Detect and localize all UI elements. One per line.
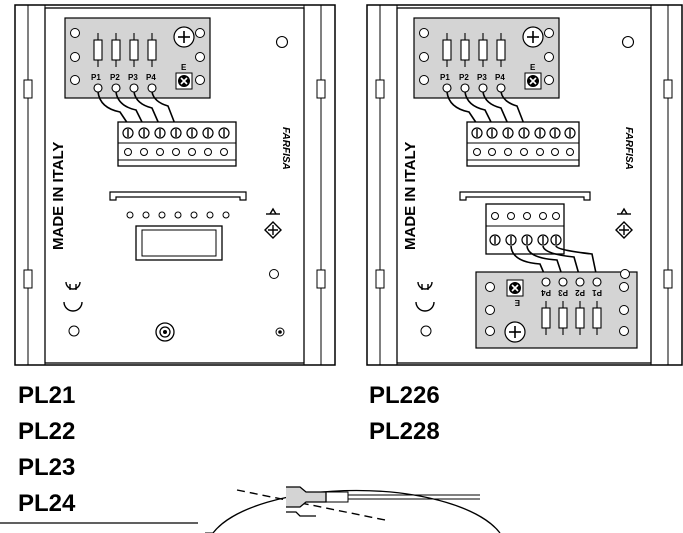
right-bottom-trimmer-icon — [504, 321, 526, 343]
left-empty-socket — [135, 225, 223, 261]
left-terminal-block — [117, 121, 237, 167]
right-trimmer-icon — [522, 26, 544, 48]
right-terminal-label-p1: P1 — [440, 73, 450, 82]
model-label: PL228 — [369, 418, 440, 445]
right-bell-symbol-icon — [615, 207, 633, 239]
right-terminal-label-p4: P4 — [495, 73, 505, 82]
wire-stripping-detail — [0, 486, 501, 533]
right-bottom-label-p2: P2 — [575, 288, 585, 297]
right-earth-label: E — [530, 63, 536, 72]
right-bottom-pcb — [475, 271, 638, 349]
left-trimmer-icon — [173, 26, 195, 48]
right-lower-terminal-block — [485, 203, 565, 255]
left-earth-label: E — [181, 63, 187, 72]
right-panel: E P1 P2 P3 P4 — [366, 4, 683, 366]
left-wires — [97, 91, 176, 125]
left-terminal-label-p2: P2 — [110, 73, 120, 82]
right-bottom-label-p1: P1 — [592, 288, 602, 297]
right-brand-logo: FARFISA — [623, 127, 634, 170]
right-bottom-label-p4: P4 — [541, 288, 551, 297]
left-panel: E P1 P2 P3 P4 — [14, 4, 336, 366]
left-center-screw-icon — [155, 322, 175, 342]
right-terminal-label-p3: P3 — [477, 73, 487, 82]
model-label: PL22 — [18, 418, 76, 445]
left-terminal-label-p3: P3 — [128, 73, 138, 82]
right-wires — [446, 91, 525, 125]
right-bottom-earth-label: E — [514, 298, 520, 307]
models-right-list: PL226 PL228 — [369, 378, 440, 450]
model-label: PL21 — [18, 382, 76, 409]
model-label: PL23 — [18, 454, 76, 481]
left-brand-logo: FARFISA — [280, 127, 291, 170]
model-label: PL24 — [18, 490, 76, 517]
right-terminal-block — [466, 121, 580, 167]
right-bottom-label-p3: P3 — [558, 288, 568, 297]
models-left-list: PL21 PL22 PL23 PL24 — [18, 378, 75, 522]
right-made-in-label: MADE IN ITALY — [402, 142, 419, 250]
right-lower-wires — [510, 245, 598, 279]
left-terminal-label-p1: P1 — [91, 73, 101, 82]
left-bell-symbol-icon — [264, 207, 282, 239]
right-terminal-label-p2: P2 — [459, 73, 469, 82]
left-terminal-label-p4: P4 — [146, 73, 156, 82]
model-label: PL226 — [369, 382, 440, 409]
left-made-in-label: MADE IN ITALY — [50, 142, 67, 250]
